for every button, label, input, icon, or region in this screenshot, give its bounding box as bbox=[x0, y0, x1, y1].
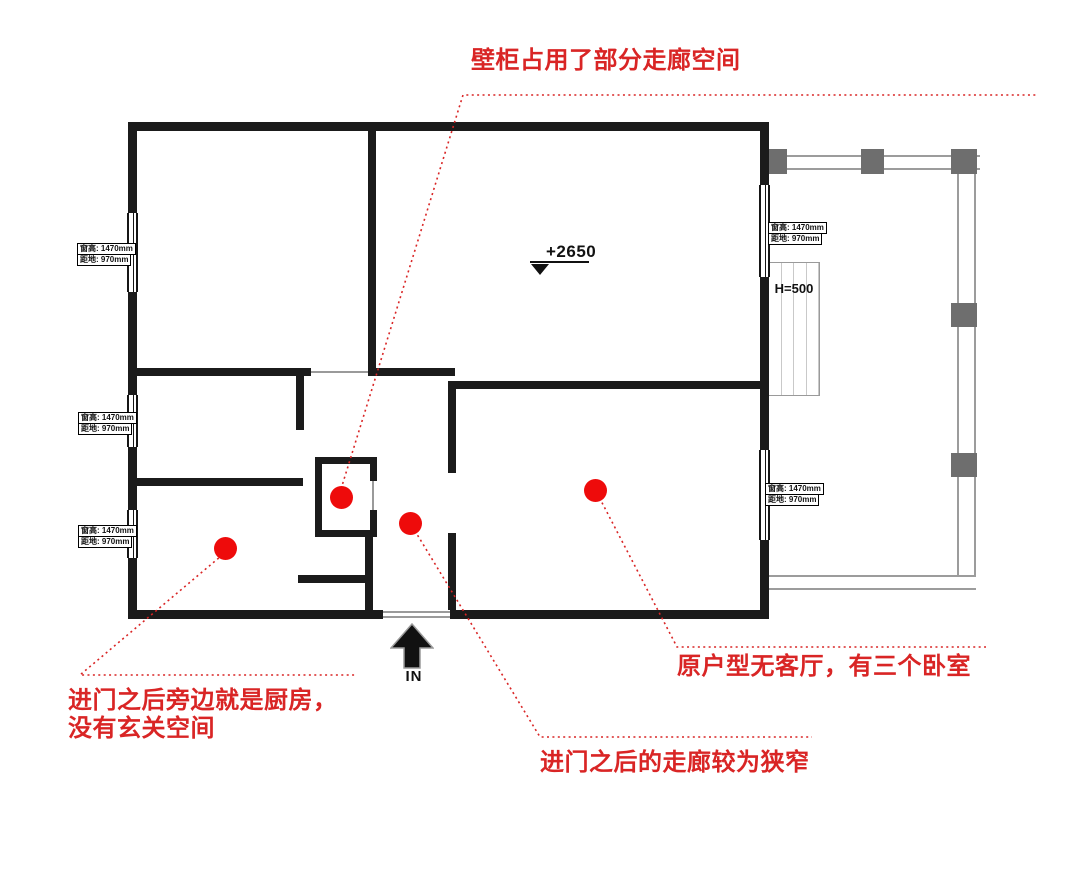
closet-wall bbox=[370, 510, 377, 537]
balcony-railing-bottom bbox=[764, 575, 976, 590]
wall-segment bbox=[760, 131, 769, 185]
wall-segment bbox=[128, 131, 137, 213]
balcony-column bbox=[861, 149, 884, 174]
wall-segment bbox=[450, 610, 769, 619]
window-spec-label: 窗高: 1470mm 距地: 970mm bbox=[765, 483, 824, 506]
window-sill-label: 距地: 970mm bbox=[768, 233, 823, 245]
entry-threshold-line bbox=[383, 611, 450, 613]
window-spec-label: 窗高: 1470mm 距地: 970mm bbox=[78, 412, 137, 435]
wall-segment bbox=[448, 381, 760, 389]
window-spec-label: 窗高: 1470mm 距地: 970mm bbox=[77, 243, 136, 266]
low-cabinet: H=500 bbox=[768, 262, 820, 396]
wall-segment bbox=[128, 122, 769, 131]
window-height-label: 窗高: 1470mm bbox=[765, 483, 824, 495]
wall-segment bbox=[760, 540, 769, 610]
annotation-kitchen-line2: 没有玄关空间 bbox=[68, 715, 215, 742]
balcony-column bbox=[951, 303, 977, 327]
elevation-triangle-icon bbox=[531, 264, 549, 275]
annotation-closet: 壁柜占用了部分走廊空间 bbox=[471, 47, 741, 74]
wall-segment bbox=[298, 575, 368, 583]
window-sill-label: 距地: 970mm bbox=[765, 494, 820, 506]
entry-label: IN bbox=[405, 668, 423, 685]
leader-line-bedrooms bbox=[596, 492, 986, 648]
balcony-railing-right bbox=[957, 160, 976, 585]
window-height-label: 窗高: 1470mm bbox=[77, 243, 136, 255]
closet-wall bbox=[315, 457, 322, 537]
window-height-label: 窗高: 1470mm bbox=[78, 412, 137, 424]
window-spec-label: 窗高: 1470mm 距地: 970mm bbox=[78, 525, 137, 548]
marker-dot-kitchen bbox=[214, 537, 237, 560]
wall-segment bbox=[128, 610, 383, 619]
wall-segment bbox=[448, 389, 456, 473]
elevation-line bbox=[530, 261, 589, 263]
closet-wall bbox=[370, 457, 377, 481]
window-sill-label: 距地: 970mm bbox=[78, 423, 133, 435]
window-sill-label: 距地: 970mm bbox=[77, 254, 132, 266]
door-header-line bbox=[311, 371, 368, 373]
wall-segment bbox=[760, 277, 769, 450]
marker-dot-bedroom bbox=[584, 479, 607, 502]
marker-dot-closet bbox=[330, 486, 353, 509]
wall-segment bbox=[448, 533, 456, 610]
wall-segment bbox=[368, 368, 455, 376]
closet-wall bbox=[315, 457, 377, 464]
balcony-column bbox=[766, 149, 787, 174]
wall-segment bbox=[296, 376, 304, 430]
annotation-kitchen-line1: 进门之后旁边就是厨房， bbox=[68, 687, 338, 714]
leader-line-corridor bbox=[411, 525, 812, 738]
wall-segment bbox=[128, 447, 137, 510]
entry-arrow-icon bbox=[390, 623, 434, 669]
window-height-label: 窗高: 1470mm bbox=[78, 525, 137, 537]
annotation-kitchen: 进门之后旁边就是厨房， 没有玄关空间 bbox=[68, 687, 338, 743]
elevation-value: +2650 bbox=[546, 242, 597, 261]
closet-front-line bbox=[372, 481, 374, 510]
wall-segment bbox=[137, 478, 303, 486]
annotation-bedrooms: 原户型无客厅，有三个卧室 bbox=[677, 653, 971, 680]
wall-segment bbox=[365, 537, 373, 610]
wall-segment bbox=[128, 292, 137, 395]
wall-segment bbox=[128, 558, 137, 610]
window-spec-label: 窗高: 1470mm 距地: 970mm bbox=[768, 222, 827, 245]
window-sill-label: 距地: 970mm bbox=[78, 536, 133, 548]
marker-dot-corridor bbox=[399, 512, 422, 535]
balcony-column bbox=[951, 453, 977, 477]
wall-segment bbox=[137, 368, 311, 376]
wall-segment bbox=[368, 131, 376, 376]
annotation-corridor: 进门之后的走廊较为狭窄 bbox=[540, 749, 810, 776]
cabinet-height-label: H=500 bbox=[774, 281, 814, 296]
entry-threshold-line bbox=[383, 616, 450, 618]
balcony-column bbox=[951, 149, 977, 174]
window-height-label: 窗高: 1470mm bbox=[768, 222, 827, 234]
closet-wall bbox=[315, 530, 377, 537]
